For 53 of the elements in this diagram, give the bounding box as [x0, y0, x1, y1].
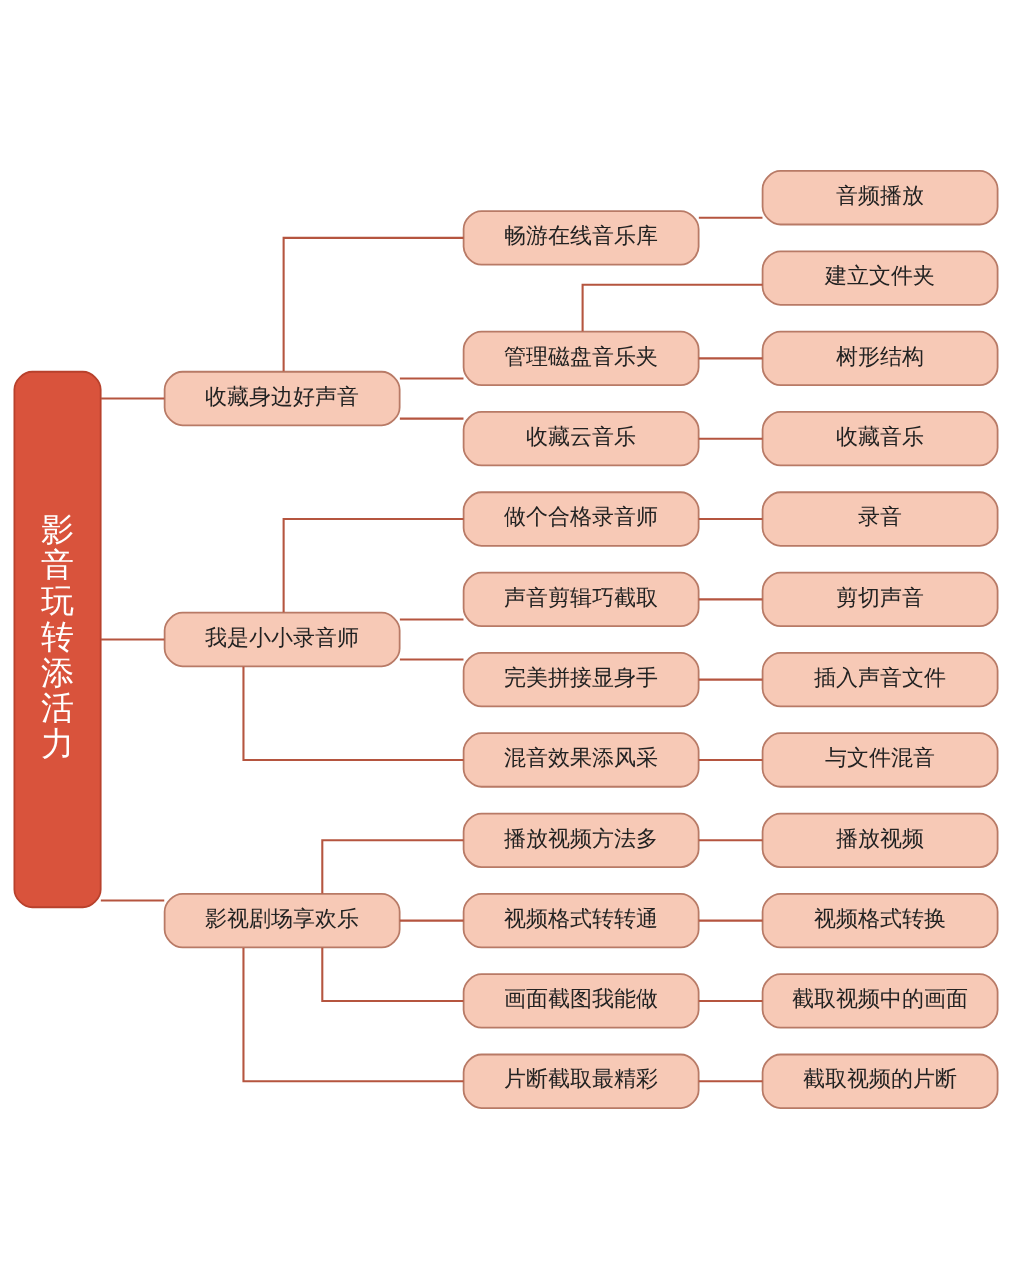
connector	[282, 236, 464, 371]
connector	[399, 617, 464, 620]
connector	[698, 597, 763, 600]
node-box: 截取视频的片断	[761, 1053, 999, 1109]
node-box: 音频播放	[761, 169, 999, 225]
node-box: 视频格式转转通	[462, 892, 700, 948]
node-box: 做个合格录音师	[462, 490, 700, 547]
node-box: 收藏云音乐	[462, 410, 700, 466]
connector	[698, 678, 763, 681]
node-box: 剪切声音	[761, 571, 999, 627]
connector	[698, 758, 763, 761]
node-box: 管理磁盘音乐夹	[462, 330, 700, 386]
connector	[698, 517, 763, 520]
connector	[698, 838, 763, 841]
connector	[100, 397, 165, 400]
node-box: 截取视频中的画面	[761, 972, 999, 1029]
connector	[282, 517, 464, 612]
connector	[698, 437, 763, 440]
node-box: 插入声音文件	[761, 651, 999, 707]
connector	[698, 999, 763, 1002]
node-box: 畅游在线音乐库	[462, 209, 700, 266]
connector	[399, 658, 464, 661]
connector	[242, 947, 464, 1082]
node-box: 视频格式转换	[761, 892, 999, 948]
node-box: 树形结构	[761, 330, 999, 386]
connector	[321, 947, 464, 1002]
node-box: 混音效果添风采	[462, 731, 700, 788]
node-box: 影视剧场享欢乐	[163, 892, 401, 948]
node-box: 我是小小录音师	[163, 611, 401, 667]
node-box: 片断截取最精彩	[462, 1053, 700, 1109]
node-box: 播放视频	[761, 812, 999, 868]
connector	[100, 637, 165, 641]
connector	[581, 283, 763, 331]
connector	[399, 417, 464, 420]
node-box: 收藏音乐	[761, 410, 999, 466]
connector	[698, 216, 763, 219]
node-box: 与文件混音	[761, 731, 999, 788]
connector	[242, 666, 464, 761]
node-box: 播放视频方法多	[462, 812, 700, 868]
connector	[698, 356, 763, 359]
node-box: 影音玩转添活力	[13, 370, 102, 908]
connector	[399, 376, 464, 379]
connector	[321, 838, 464, 893]
node-box: 收藏身边好声音	[163, 370, 401, 426]
connector	[698, 919, 763, 922]
connector	[399, 919, 464, 922]
connector	[100, 899, 165, 902]
node-box: 完美拼接显身手	[462, 651, 700, 707]
node-box: 建立文件夹	[761, 249, 999, 306]
node-box: 声音剪辑巧截取	[462, 571, 700, 627]
connector	[698, 1079, 763, 1082]
node-box: 画面截图我能做	[462, 972, 700, 1029]
node-box: 录音	[761, 490, 999, 547]
